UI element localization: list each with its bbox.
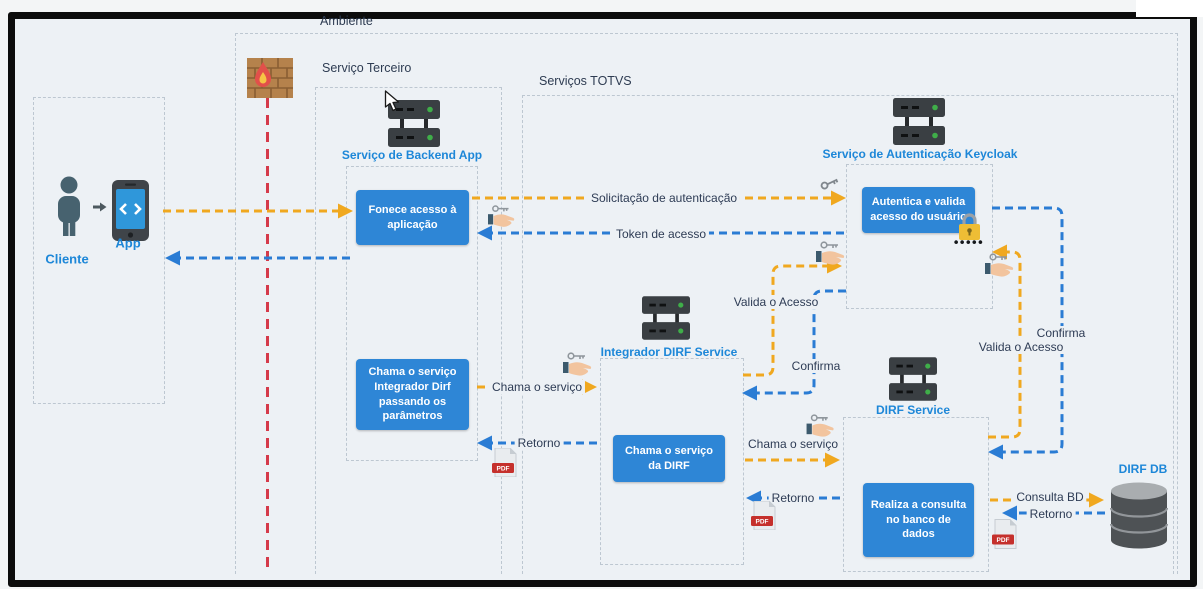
label-valida-acesso-mid: Valida o Acesso <box>730 295 822 309</box>
label-confirma-right: Confirma <box>1033 326 1089 340</box>
svg-text:PDF: PDF <box>497 466 510 473</box>
arrow-right-icon <box>92 200 108 214</box>
hand-key-icon <box>563 351 593 378</box>
box-autentica-valida[interactable]: Autentica e valida acesso do usuário <box>862 187 975 233</box>
box-realiza-consulta[interactable]: Realiza a consulta no banco de dados <box>863 483 974 557</box>
label-dirf-service: DIRF Service <box>875 403 951 417</box>
box-chama-integrador[interactable]: Chama o serviço Integrador Dirf passando… <box>356 359 469 430</box>
label-consulta-bd: Consulta BD <box>1013 490 1087 504</box>
container-keycloak[interactable] <box>846 164 993 309</box>
server-backend-icon[interactable] <box>388 100 440 147</box>
hand-key-icon <box>816 240 846 267</box>
padlock-icon <box>956 211 983 242</box>
diagram-canvas[interactable] <box>8 12 1197 587</box>
container-cliente[interactable] <box>33 97 165 404</box>
mouse-cursor <box>384 90 402 113</box>
label-integrador: Integrador DIRF Service <box>600 345 738 359</box>
box-chama-dirf[interactable]: Chama o serviço da DIRF <box>613 435 725 482</box>
label-ambiente: Ambiente <box>320 14 373 28</box>
overlay-white-patch <box>1136 0 1203 17</box>
svg-text:PDF: PDF <box>756 519 769 526</box>
label-servico-terceiro: Serviço Terceiro <box>322 61 412 75</box>
pdf-file-icon: PDF <box>492 448 518 477</box>
label-chama-servico-2: Chama o serviço <box>744 437 842 451</box>
firewall-icon[interactable] <box>247 58 293 98</box>
label-keycloak: Serviço de Autenticação Keycloak <box>822 147 1018 161</box>
container-servicos-totvs[interactable] <box>522 95 1174 574</box>
label-retorno-2: Retorno <box>768 491 818 505</box>
hand-key-icon <box>806 413 836 439</box>
label-retorno-1: Retorno <box>514 436 564 450</box>
label-retorno-3: Retorno <box>1026 507 1076 521</box>
label-chama-servico-1: Chama o serviço <box>488 380 586 394</box>
label-backend: Serviço de Backend App <box>341 148 483 162</box>
label-solicitacao: Solicitação de autenticação <box>587 191 741 205</box>
mobile-app-icon[interactable] <box>112 180 149 241</box>
server-dirf-icon[interactable] <box>889 357 937 401</box>
arrow-confirma-mid <box>742 289 846 401</box>
server-integrador-icon[interactable] <box>642 295 690 341</box>
container-integrador-dirf[interactable] <box>600 358 744 565</box>
container-servico-terceiro[interactable] <box>315 87 502 574</box>
label-cliente: Cliente <box>45 251 89 267</box>
server-keycloak-icon[interactable] <box>893 98 945 145</box>
label-servicos-totvs: Serviços TOTVS <box>539 74 632 88</box>
key-icon <box>819 174 841 192</box>
arrow-valida-acesso-mid <box>743 258 842 377</box>
hand-key-icon <box>985 252 1015 279</box>
hand-key-icon <box>488 203 516 230</box>
box-fornece-acesso[interactable]: Fonece acesso à aplicação <box>356 190 469 245</box>
container-ambiente[interactable] <box>235 33 1178 574</box>
label-dirf-db: DIRF DB <box>1118 462 1168 476</box>
label-confirma-mid: Confirma <box>788 359 844 373</box>
label-token: Token de acesso <box>612 227 710 241</box>
person-icon[interactable] <box>52 176 86 238</box>
label-app: App <box>115 235 141 251</box>
label-valida-acesso-right: Valida o Acesso <box>975 340 1067 354</box>
database-icon[interactable] <box>1110 481 1168 549</box>
container-dirf-service[interactable] <box>843 417 989 572</box>
password-dots: ••••• <box>953 234 985 250</box>
svg-text:PDF: PDF <box>997 537 1010 544</box>
pdf-file-icon: PDF <box>751 501 777 530</box>
code-icon <box>119 203 142 215</box>
firewall-boundary-line <box>266 98 269 573</box>
container-backend-app[interactable] <box>346 166 478 461</box>
pdf-file-icon: PDF <box>992 519 1018 549</box>
